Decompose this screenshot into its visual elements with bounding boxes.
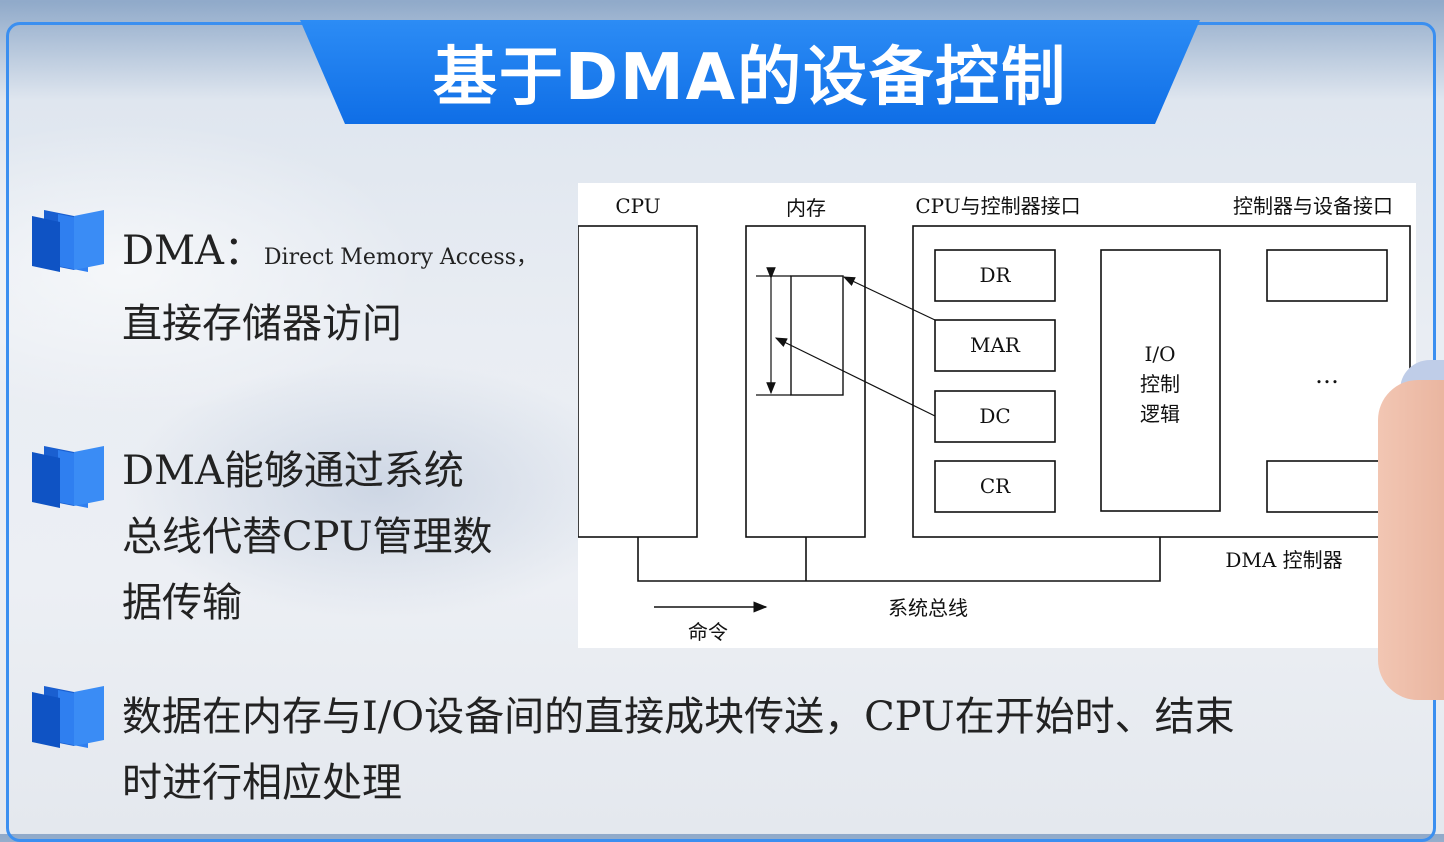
memory-block xyxy=(790,275,844,396)
io-logic-line1: I/O xyxy=(1144,342,1175,366)
register-mar-box xyxy=(934,319,1056,372)
bullet-3-text: 数据在内存与I/O设备间的直接成块传送，CPU在开始时、结束 时进行相应处理 xyxy=(122,684,1235,816)
background-glow xyxy=(0,120,420,420)
header-cpu-ctrl-interface: CPU与控制器接口 xyxy=(915,194,1080,218)
register-mar-label: MAR xyxy=(970,333,1021,357)
register-dr-box xyxy=(934,249,1056,302)
book-icon xyxy=(32,686,104,748)
command-label: 命令 xyxy=(688,620,728,644)
io-logic-line3: 逻辑 xyxy=(1140,402,1180,426)
header-ctrl-dev-interface: 控制器与设备接口 xyxy=(1233,194,1393,218)
device-ellipsis: … xyxy=(1315,361,1339,389)
memory-box xyxy=(745,225,866,538)
bullet-3-line1: 数据在内存与I/O设备间的直接成块传送，CPU在开始时、结束 xyxy=(122,694,1235,740)
book-icon xyxy=(32,446,104,508)
bullet-2-line2: 总线代替CPU管理数 xyxy=(122,514,493,560)
io-control-logic-box xyxy=(1100,249,1221,512)
bullet-3-line2: 时进行相应处理 xyxy=(122,760,402,806)
system-bus-line xyxy=(637,537,1161,582)
bullet-2-text: DMA能够通过系统 总线代替CPU管理数 据传输 xyxy=(122,438,493,636)
register-cr-box xyxy=(934,460,1056,513)
dma-diagram-svg: CPU 内存 CPU与控制器接口 控制器与设备接口 DR MAR DC CR I… xyxy=(578,194,1411,644)
cpu-box xyxy=(578,225,698,538)
background-streak xyxy=(120,360,640,620)
dc-pointer-arrow xyxy=(774,337,936,417)
system-bus-label: 系统总线 xyxy=(888,596,968,620)
header-cpu: CPU xyxy=(615,194,660,218)
title-banner: 基于DMA的设备控制 xyxy=(300,20,1200,124)
device-interface-box-top xyxy=(1266,249,1388,302)
io-logic-line2: 控制 xyxy=(1140,372,1180,396)
slide-title: 基于DMA的设备控制 xyxy=(432,41,1068,115)
bullet-1-text: DMA：Direct Memory Access， 直接存储器访问 xyxy=(122,218,538,357)
dma-controller-label: DMA 控制器 xyxy=(1225,548,1342,572)
header-memory: 内存 xyxy=(786,196,826,220)
bullet-2-line1: DMA能够通过系统 xyxy=(122,448,464,494)
register-cr-label: CR xyxy=(980,474,1011,498)
bullet-2-line3: 据传输 xyxy=(122,580,242,626)
device-interface-box-bottom xyxy=(1266,460,1388,513)
bullet-1-line2: 直接存储器访问 xyxy=(122,301,402,347)
dma-diagram: CPU 内存 CPU与控制器接口 控制器与设备接口 DR MAR DC CR I… xyxy=(578,183,1416,648)
bullet-1-main: DMA： xyxy=(122,228,264,274)
book-icon xyxy=(32,210,104,272)
bullet-1-small: Direct Memory Access， xyxy=(263,245,539,270)
register-dr-label: DR xyxy=(979,263,1011,287)
register-dc-box xyxy=(934,390,1056,443)
register-dc-label: DC xyxy=(979,404,1010,428)
mar-pointer-arrow xyxy=(842,276,936,321)
presenter-partial xyxy=(1378,380,1444,700)
